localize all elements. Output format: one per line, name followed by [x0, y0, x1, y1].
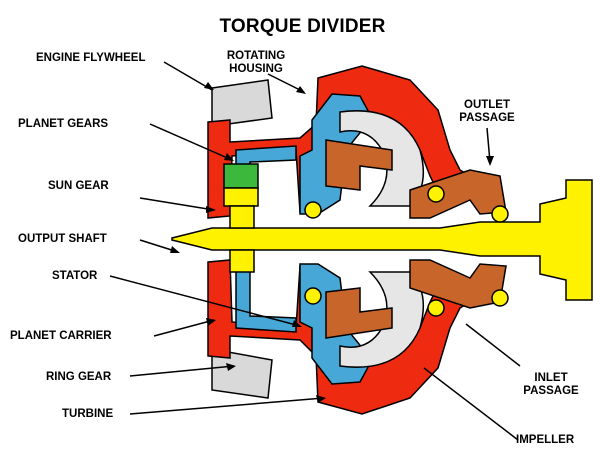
label-ring-gear: RING GEAR [46, 371, 112, 383]
stator [325, 139, 507, 339]
label-output-shaft: OUTPUT SHAFT [18, 233, 107, 245]
label-sun-gear: SUN GEAR [48, 180, 109, 192]
label-outlet-passage-line2: PASSAGE [459, 112, 515, 124]
engine-flywheel [211, 79, 273, 399]
label-rotating-housing-line2: HOUSING [229, 63, 283, 75]
label-planet-carrier: PLANET CARRIER [10, 330, 112, 342]
planet-gears [223, 163, 259, 207]
label-impeller: IMPELLER [516, 434, 575, 446]
label-rotating-housing-line1: ROTATING [226, 50, 286, 62]
label-planet-gears: PLANET GEARS [18, 118, 109, 130]
label-engine-flywheel: ENGINE FLYWHEEL [36, 52, 146, 64]
arrowheads [170, 82, 494, 403]
leader-lines [109, 61, 521, 441]
label-inlet-passage-line2: PASSAGE [523, 385, 579, 397]
bearings [304, 185, 509, 317]
label-inlet-passage-line1: INLET [534, 372, 568, 384]
diagram-title: TORQUE DIVIDER [219, 16, 386, 37]
label-stator: STATOR [52, 270, 98, 282]
output-shaft [171, 179, 593, 301]
label-turbine: TURBINE [62, 408, 114, 420]
label-outlet-passage-line1: OUTLET [464, 99, 510, 111]
